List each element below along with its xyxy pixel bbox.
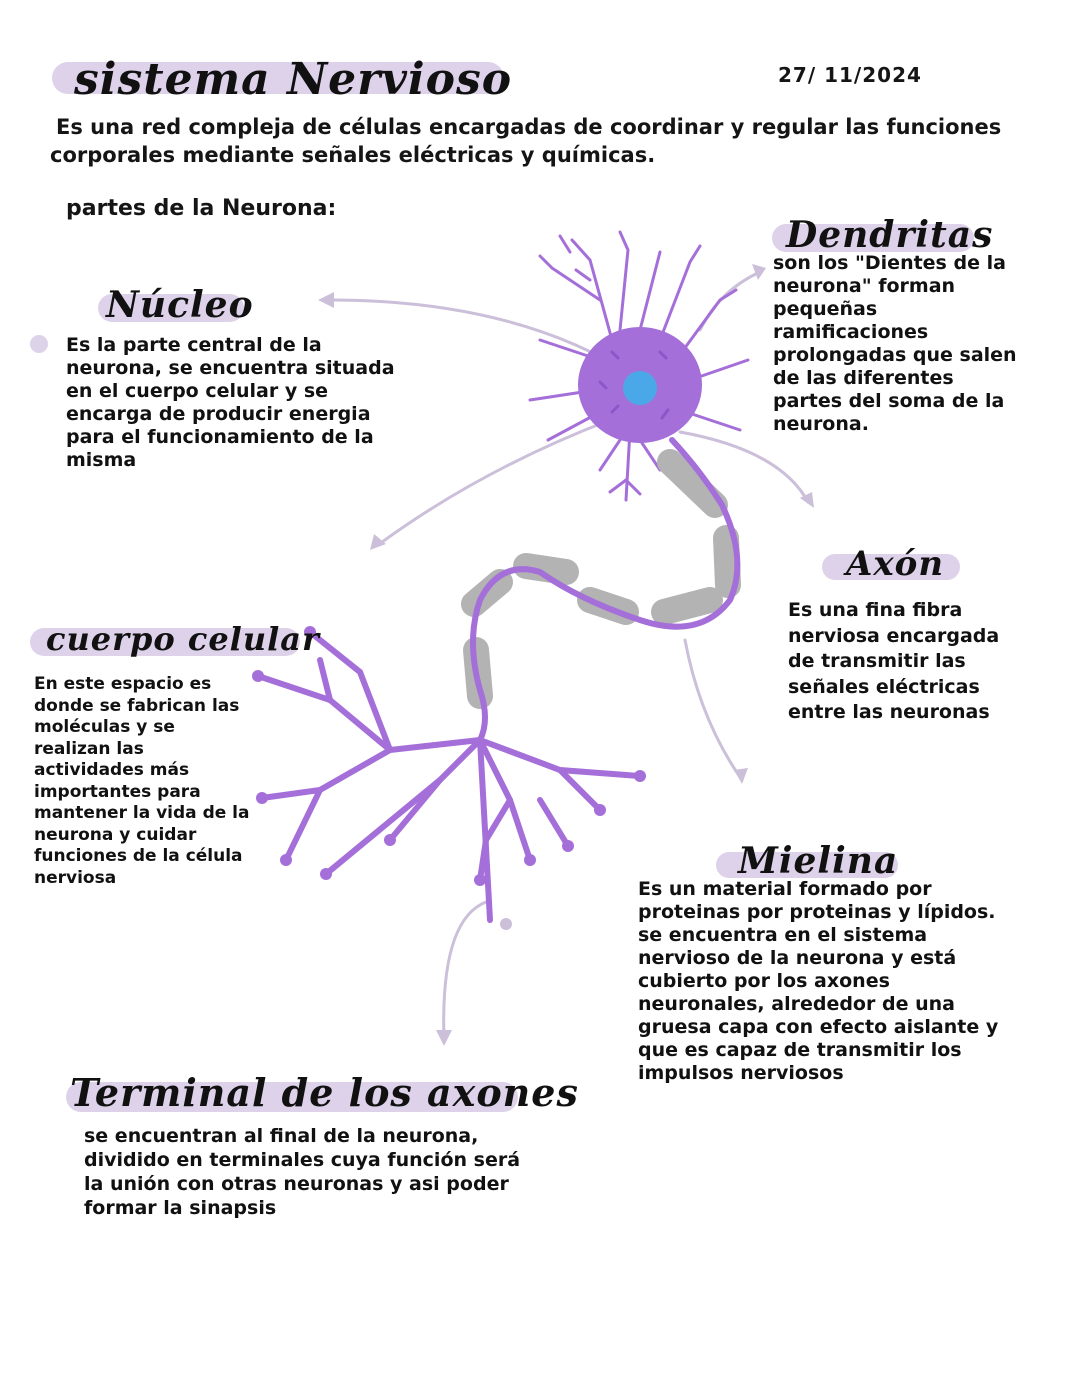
axon-fiber xyxy=(470,437,741,743)
arrowhead xyxy=(734,768,748,784)
terminal-text: se encuentran al final de la neurona, di… xyxy=(84,1125,521,1219)
arrow-to-cuerpo xyxy=(376,418,612,547)
mielina-highlight xyxy=(716,852,898,878)
arrow-to-terminal xyxy=(442,900,488,1042)
arrow-to-dendritas xyxy=(698,270,762,332)
cuerpo-title: cuerpo celular xyxy=(46,620,320,658)
parts-heading: partes de la Neurona: xyxy=(66,196,337,221)
intro-line-2: corporales mediante señales eléctricas y… xyxy=(50,143,656,167)
dendritas-title: Dendritas xyxy=(786,214,994,256)
title-highlight xyxy=(52,62,504,94)
nucleo-title: Núcleo xyxy=(106,284,254,326)
intro-line-1: Es una red compleja de células encargada… xyxy=(56,115,1002,139)
mielina-title: Mielina xyxy=(738,840,899,882)
arrowhead xyxy=(752,264,766,280)
axon-highlight xyxy=(822,554,960,580)
page-title: sistema Nervioso xyxy=(74,54,513,105)
axon-text: Es una fina fibra nerviosa encargada de … xyxy=(788,599,1000,723)
cuerpo-highlight xyxy=(30,628,300,656)
cuerpo-text: En este espacio es donde se fabrican las… xyxy=(34,674,250,888)
nucleo-highlight xyxy=(98,294,244,322)
arrow-to-axon xyxy=(678,430,810,504)
bullet-dot xyxy=(30,335,48,353)
arrow-to-mielina xyxy=(683,638,744,782)
arrowhead xyxy=(370,534,386,550)
axon-title: Axón xyxy=(846,544,945,584)
arrowhead xyxy=(318,292,334,308)
terminal-highlight xyxy=(66,1082,518,1112)
terminal-title: Terminal de los axones xyxy=(70,1070,579,1115)
mielina-text: Es un material formado por proteinas por… xyxy=(638,878,999,1084)
nucleus xyxy=(623,371,657,405)
dendritas-highlight xyxy=(772,224,974,252)
arrowhead xyxy=(800,492,814,508)
nucleo-text: Es la parte central de la neurona, se en… xyxy=(66,334,395,471)
dendritas-text: son los "Dientes de la neurona" forman p… xyxy=(773,252,1017,435)
page-date: 27/ 11/2024 xyxy=(778,63,922,87)
arrowhead xyxy=(436,1030,452,1046)
